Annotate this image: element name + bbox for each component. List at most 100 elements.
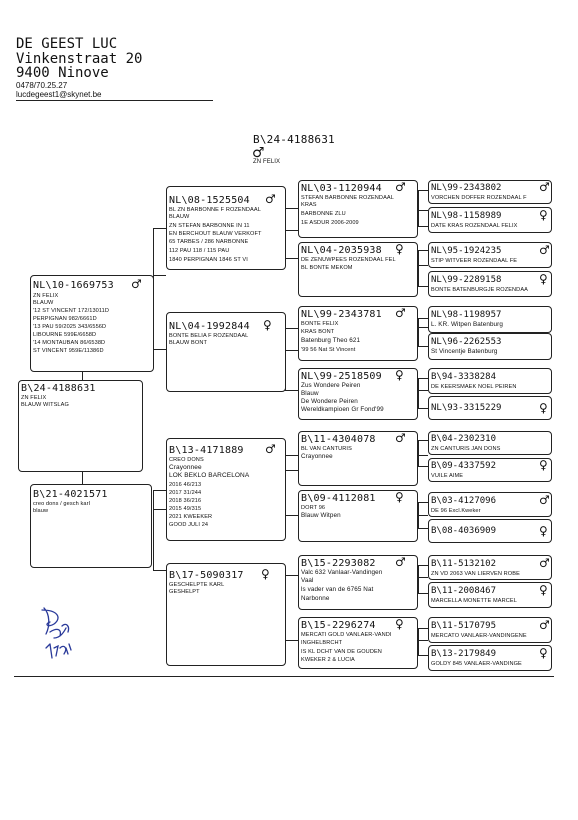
ring-number: B\13-4171889: [169, 445, 244, 456]
connector: [285, 575, 298, 576]
signature: [41, 607, 72, 659]
card-line: BL BONTE MEKOM: [301, 265, 353, 271]
male-icon: ♂: [539, 493, 550, 507]
connector: [285, 470, 298, 471]
pedigree-card: B\11-4304078 ♂ BL VAN CANTURIS Crayonnee: [298, 431, 418, 486]
ring-number: B\09-4337592: [431, 461, 497, 471]
ring-number: NL\04-2035938: [301, 245, 382, 256]
connector: [418, 440, 428, 441]
ring-number: NL\08-1525504: [169, 195, 250, 206]
ring-number: NL\99-2343802: [431, 183, 502, 193]
card-line: ST VINCENT 959E/11386D: [33, 348, 104, 354]
card-line: VUILE AIME: [431, 473, 464, 479]
card-line: '14 MONTAUBAN 86/6538D: [33, 340, 106, 346]
pedigree-card: B\09-4112081 ♀ DORT 96 Blauw Witpen: [298, 490, 418, 542]
connector: [418, 286, 428, 287]
connector: [418, 640, 428, 641]
ring-number: B\03-4127096: [431, 496, 497, 506]
card-line: Valc 632 Vanlaar-Vandingen: [301, 569, 383, 576]
ring-number: B\21-4021571: [33, 489, 108, 500]
card-line: L. KR. Witpen Batenburg: [431, 321, 503, 328]
connector: [418, 628, 428, 629]
connector: [153, 490, 166, 491]
connector: [285, 328, 298, 329]
card-line: Crayonnee: [169, 464, 202, 471]
connector: [418, 327, 428, 328]
card-line: BONTE BELIA F ROZENDAAL: [169, 333, 249, 339]
card-line: BL VAN CANTURIS: [301, 446, 352, 452]
subject-name: ZN FELIX: [253, 159, 281, 165]
card-line: De Wondere Peiren: [301, 398, 358, 405]
pedigree-card: NL\04-2035938 ♀ DE ZENUWPEES ROZENDAAL F…: [298, 242, 418, 297]
card-line: Vaal: [301, 577, 314, 584]
card-line: creo dons / gesch karl: [33, 501, 90, 507]
connector: [285, 390, 298, 391]
ring-number: B\17-5090317: [169, 570, 244, 581]
card-line: 2018 36/216: [169, 498, 202, 504]
connector: [418, 250, 428, 251]
connector: [285, 515, 298, 516]
card-line: BONTE FELIX: [301, 321, 339, 327]
ring-number: NL\03-1120944: [301, 183, 382, 194]
card-line: ls vader van de 6765 Nat: [301, 586, 374, 593]
card-line: BARBONNE ZLU: [301, 211, 346, 217]
card-line: KRAS: [301, 202, 317, 208]
pedigree-card: NL\99-2343802 ♂ VORCHEN DOFFER ROZENDAAL…: [428, 180, 552, 204]
connector: [418, 593, 428, 594]
connector: [418, 528, 428, 529]
connector: [418, 408, 428, 409]
pedigree-card: B\15-2296274 ♀ MERCATI GOLD VANLAER-VAND…: [298, 617, 418, 669]
pedigree-card: B\13-2179849 ♀ GOLDY 845 VANLAER-VANDING…: [428, 645, 552, 671]
card-line: BONTE BATENBURGJE ROZENDAA: [431, 287, 528, 293]
card-line: blauw: [33, 508, 49, 514]
female-icon: ♀: [395, 490, 404, 504]
connector: [153, 490, 154, 570]
card-line: ZN CANTURIS JAN DONS: [431, 446, 501, 452]
pedigree-card: B\11-2008467 ♀ MARCELLA MONETTE MARCEL: [428, 582, 552, 608]
card-line: STEFAN BARBONNE ROZENDAAL: [301, 195, 394, 201]
card-line: 65 TARBES / 286 NARBONNE: [169, 239, 249, 245]
card-line: BLAUW: [33, 300, 54, 306]
footer-divider: [14, 676, 554, 677]
ring-number: B\13-2179849: [431, 649, 497, 659]
owner-street: Vinkenstraat 20: [16, 51, 143, 67]
card-line: ZN FELIX: [21, 395, 47, 401]
connector: [285, 350, 298, 351]
male-icon: ♂: [539, 618, 550, 632]
connector: [153, 228, 166, 229]
connector: [418, 226, 428, 227]
connector: [285, 230, 298, 231]
card-line: 2017 31/244: [169, 490, 202, 496]
owner-phone: 0478/70.25.27: [16, 81, 68, 90]
connector: [418, 502, 428, 503]
connector: [153, 275, 166, 276]
connector: [418, 378, 428, 379]
female-icon: ♀: [539, 524, 548, 538]
ring-number: NL\93-3315229: [431, 403, 502, 413]
male-icon: ♂: [252, 145, 265, 161]
card-line: St Vincentje Batenburg: [431, 348, 498, 355]
male-icon: ♂: [395, 180, 406, 194]
card-line: VORCHEN DOFFER ROZENDAAL F: [431, 195, 527, 201]
card-line: Narbonne: [301, 595, 330, 602]
card-line: LIBOURNE 599E/6658D: [33, 332, 97, 338]
ring-number: B\11-5132102: [431, 559, 497, 569]
ring-number: B\11-4304078: [301, 434, 376, 445]
connector: [418, 515, 428, 516]
pedigree-card: NL\93-3315229 ♀: [428, 396, 552, 420]
card-line: 1E ASDUR 2006-2009: [301, 220, 359, 226]
card-line: MARCELLA MONETTE MARCEL: [431, 598, 517, 604]
pedigree-card: B\17-5090317 ♀ GESCHELPTE KARL GESHELPT: [166, 563, 286, 666]
card-line: '99 56 Nat St Vincent: [301, 347, 356, 353]
card-line: BLAUW: [169, 214, 190, 220]
card-line: DORT 96: [301, 505, 326, 511]
pedigree-card: B\04-2302310 ZN CANTURIS JAN DONS: [428, 431, 552, 455]
connector: [418, 378, 419, 408]
pedigree-card: B\11-5170795 ♂ MERCATO VANLAER-VANDINGEN…: [428, 617, 552, 643]
female-icon: ♀: [395, 617, 404, 631]
ring-number: B\09-4112081: [301, 493, 376, 504]
card-line: MERCATI GOLD VANLAER-VANDI: [301, 632, 392, 638]
connector: [418, 440, 419, 466]
connector: [418, 210, 428, 211]
connector: [418, 190, 428, 191]
